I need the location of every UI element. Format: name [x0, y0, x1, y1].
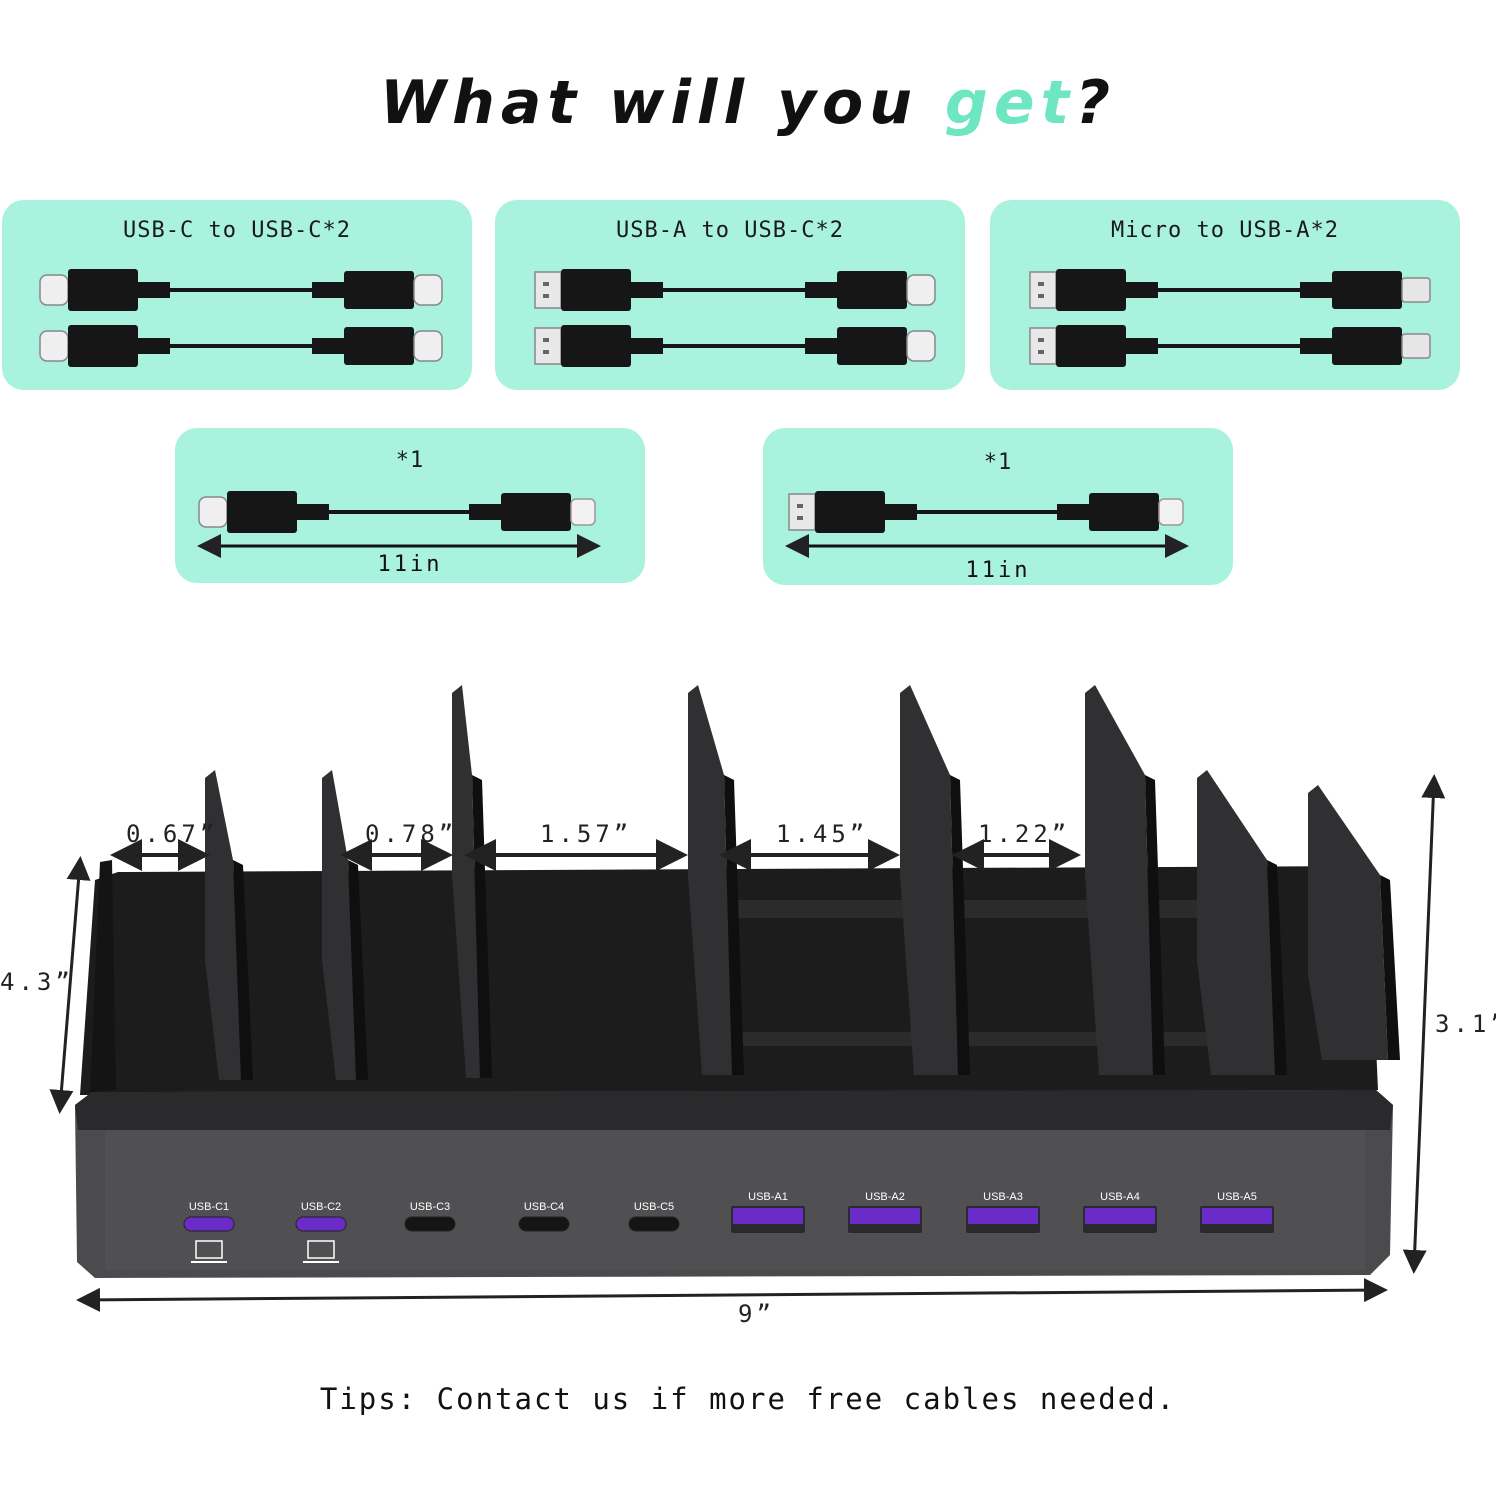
micro-usb-connector-icon [1401, 277, 1431, 303]
ports: USB-C1 USB-C2 USB-C3 USB-C4 USB-C5 USB-A1 USB-… [183, 1191, 1274, 1263]
dim-label-width: 9” [738, 1300, 775, 1328]
usb-c-port-icon [183, 1216, 235, 1232]
cable-card-1: USB-C to USB-C*2 [2, 200, 472, 390]
divider-6 [1085, 685, 1165, 1075]
cable-card-4: *1 11in [175, 428, 645, 583]
port-label: USB-A5 [1217, 1191, 1257, 1203]
dim-label-slot4: 1.45” [776, 820, 868, 848]
micro-usb-connector-icon [1401, 333, 1431, 359]
usb-a-connector-icon [534, 327, 562, 365]
port-usb-a3: USB-A3 [966, 1191, 1040, 1233]
cable-illustration [1029, 269, 1431, 367]
port-label: USB-C4 [524, 1201, 564, 1213]
divider-5 [900, 685, 970, 1075]
tips-text: Tips: Contact us if more free cables nee… [319, 1382, 1177, 1416]
dim-arrow-height [1402, 774, 1446, 1274]
usb-a-connector-icon [1029, 271, 1057, 309]
cable [39, 325, 443, 367]
cable-card-label: USB-C to USB-C*2 [123, 218, 351, 243]
cable-card-2: USB-A to USB-C*2 [495, 200, 965, 390]
divider-7 [1197, 770, 1287, 1075]
usb-a-connector-icon [788, 493, 816, 531]
usb-c-connector-icon [906, 274, 936, 306]
dim-label-slot2: 0.78” [365, 820, 457, 848]
lightning-connector-icon [570, 498, 596, 526]
divider-2 [322, 770, 368, 1080]
port-usb-a4: USB-A4 [1083, 1191, 1157, 1233]
divider-1 [205, 770, 253, 1080]
title-accent: get [944, 68, 1076, 138]
cable-card-3: Micro to USB-A*2 [990, 200, 1460, 390]
usb-c-port-icon [404, 1216, 456, 1232]
dim-label-slot5: 1.22” [978, 820, 1070, 848]
usb-c-port-icon [295, 1216, 347, 1232]
usb-a-connector-icon [1029, 327, 1057, 365]
port-usb-c2: USB-C2 [295, 1201, 347, 1263]
cable-length-label: 11in [377, 552, 443, 577]
usb-c-connector-icon [413, 274, 443, 306]
cable-illustration [39, 269, 443, 367]
port-label: USB-C2 [301, 1201, 341, 1213]
port-usb-a2: USB-A2 [848, 1191, 922, 1233]
port-usb-c3: USB-C3 [404, 1201, 456, 1232]
cable-illustration [785, 491, 1189, 558]
port-usb-c4: USB-C4 [518, 1201, 570, 1232]
dim-label-height: 3.1” [1435, 1010, 1496, 1038]
port-usb-a1: USB-A1 [731, 1191, 805, 1233]
port-label: USB-C3 [410, 1201, 450, 1213]
dim-label-depth: 4.3” [0, 968, 74, 996]
dim-label-slot3: 1.57” [540, 820, 632, 848]
port-usb-c5: USB-C5 [628, 1201, 680, 1232]
cable-length-label: 11in [965, 558, 1031, 583]
dock-front-face [75, 1090, 1393, 1278]
cable [198, 491, 596, 533]
port-label: USB-C1 [189, 1201, 229, 1213]
usb-c-port-icon [628, 1216, 680, 1232]
cable [534, 269, 936, 311]
cable-card-label: *1 [983, 450, 1013, 475]
lightning-connector-icon [1158, 498, 1184, 526]
page-title: What will you get? [0, 68, 1496, 138]
cable [788, 491, 1184, 533]
laptop-icon [303, 1240, 339, 1263]
port-label: USB-C5 [634, 1201, 674, 1213]
cable [534, 325, 936, 367]
port-label: USB-A1 [748, 1191, 788, 1203]
usb-a-connector-icon [534, 271, 562, 309]
cable [1029, 269, 1431, 311]
title-end: ? [1075, 68, 1117, 138]
title-text: What will you [379, 68, 945, 138]
usb-c-port-icon [518, 1216, 570, 1232]
dimension-annotations: 0.67” 0.78” 1.57” 1.45” 1.22” 4.3” 3.1” … [0, 774, 1496, 1328]
port-usb-a5: USB-A5 [1200, 1191, 1274, 1233]
dim-label-slot1: 0.67” [126, 820, 218, 848]
cable-illustration [534, 269, 936, 367]
cable-card-label: Micro to USB-A*2 [1111, 218, 1339, 243]
cable [1029, 325, 1431, 367]
cable-illustration [197, 491, 601, 558]
divider-8 [1308, 785, 1400, 1060]
cable-card-label: USB-A to USB-C*2 [616, 218, 844, 243]
port-label: USB-A2 [865, 1191, 905, 1203]
cable [39, 269, 443, 311]
laptop-icon [191, 1240, 227, 1263]
cable-card-5: *1 11in [763, 428, 1233, 585]
dividers [205, 685, 1400, 1080]
port-label: USB-A4 [1100, 1191, 1140, 1203]
dim-arrow-width [76, 1278, 1388, 1312]
port-label: USB-A3 [983, 1191, 1023, 1203]
dim-arrow-depth [49, 856, 91, 1114]
usb-c-connector-icon [906, 330, 936, 362]
cable-card-label: *1 [395, 448, 425, 473]
port-usb-c1: USB-C1 [183, 1201, 235, 1263]
usb-c-connector-icon [413, 330, 443, 362]
